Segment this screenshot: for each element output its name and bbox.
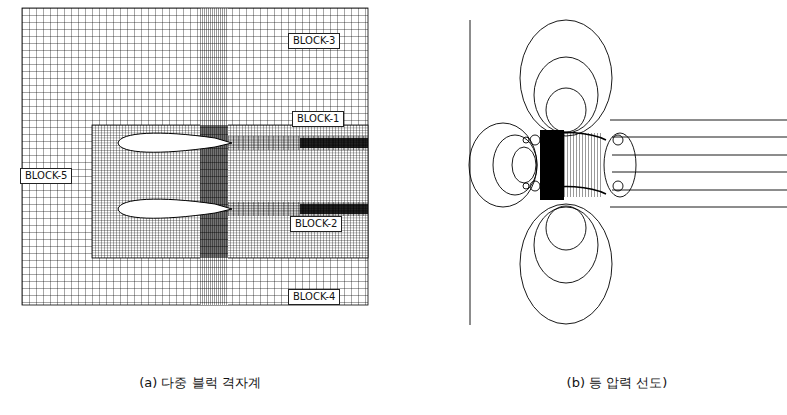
block-name: BLOCK-5 — [25, 170, 67, 181]
panel-caption: (a) 다중 블럭 격자계 — [139, 375, 261, 391]
block-name: BLOCK-2 — [295, 218, 337, 229]
block-label-box: BLOCK-5 — [20, 168, 72, 184]
block-name: BLOCK-4 — [293, 291, 335, 302]
block-label-box: BLOCK-2 — [290, 216, 342, 232]
block-name: BLOCK-3 — [293, 35, 335, 46]
multi-block-grid — [22, 8, 368, 305]
block-label-box: BLOCK-4 — [288, 289, 340, 305]
block-label-box: BLOCK-3 — [288, 33, 340, 49]
panel-caption: (b) 등 압력 선도) — [567, 375, 668, 391]
block-name: BLOCK-1 — [297, 113, 339, 124]
pressure-contours — [469, 20, 787, 325]
block-label-box: BLOCK-1 — [292, 111, 344, 127]
